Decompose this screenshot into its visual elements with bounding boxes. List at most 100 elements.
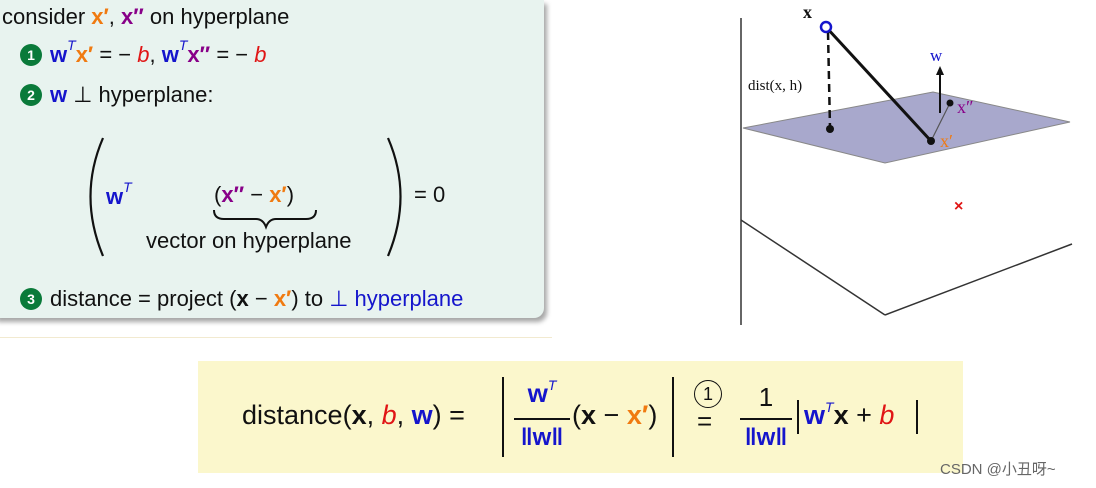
hyperplane-shape — [742, 91, 1071, 164]
distance-func: distance( — [242, 400, 352, 430]
w-arrow-head — [936, 66, 944, 75]
label-x-double-prime: x″ — [957, 97, 974, 117]
abs-bar-left — [502, 377, 504, 457]
x-prime: x′ — [269, 182, 287, 207]
label-x-prime: x′ — [940, 131, 953, 151]
x-double-prime: x″ — [187, 42, 211, 67]
bullet-2: 2 — [20, 84, 42, 106]
perp-hyperplane-text: ⊥ hyperplane — [329, 286, 464, 311]
divider — [0, 337, 552, 338]
perpendicular-text: ⊥ hyperplane: — [67, 82, 214, 107]
paren-open: ( — [214, 182, 222, 207]
matrix-difference: (x″ − x′) — [214, 182, 294, 208]
x-prime: x′ — [273, 286, 292, 311]
fraction-den: ‖w‖ — [512, 424, 572, 452]
projection-point — [826, 125, 834, 133]
minus: − — [596, 400, 627, 430]
abs-small-right — [916, 400, 918, 434]
w-vector: w — [804, 400, 826, 430]
bullet-1: 1 — [20, 44, 42, 66]
w-vector: w — [527, 378, 548, 408]
point-x-double-prime — [946, 99, 954, 107]
formula-box — [198, 361, 963, 473]
transpose: T — [547, 377, 557, 393]
x-double-prime: x″ — [121, 4, 144, 29]
b-term: b — [381, 400, 397, 430]
right-big-paren — [386, 137, 402, 257]
paren-open: ( — [572, 400, 581, 430]
x-vector: x — [351, 400, 367, 430]
point-x — [819, 20, 833, 34]
b-term: b — [254, 42, 267, 67]
transpose: T — [178, 37, 188, 53]
abs-small-left — [797, 400, 799, 434]
vector-on-hyperplane-label: vector on hyperplane — [146, 228, 352, 253]
slide-box — [0, 0, 544, 318]
step-equals: = — [697, 406, 713, 436]
distance-dashed-line — [826, 31, 832, 129]
paren-close: ) — [648, 400, 658, 430]
distance-text: distance = project ( — [50, 286, 237, 311]
w-vector: w — [50, 42, 68, 67]
equals: ) = — [432, 400, 465, 430]
heading: consider x′, x″ on hyperplane — [2, 4, 289, 30]
comma: , — [396, 400, 412, 430]
underbrace — [213, 209, 317, 230]
paren-close: ) — [286, 182, 295, 207]
bottom-edge — [884, 243, 1073, 316]
abs-bar-right — [672, 377, 674, 457]
equals: = − — [210, 42, 255, 67]
w-vector: w — [106, 184, 124, 209]
norm-w: ‖w‖ — [744, 424, 788, 451]
transpose: T — [825, 399, 834, 415]
equals: = − — [93, 42, 138, 67]
w-vector: w — [411, 400, 433, 430]
x-prime: x′ — [626, 400, 649, 430]
heading-text-end: on hyperplane — [143, 4, 290, 29]
w-vector: w — [161, 42, 179, 67]
x-vector: x — [833, 400, 849, 430]
abs-term: wTx + b — [804, 400, 894, 431]
x-vector: x — [581, 400, 597, 430]
label-w: w — [930, 46, 943, 65]
matrix-w: wT — [106, 180, 132, 210]
norm-w: ‖w‖ — [520, 424, 564, 451]
one-numerator: 1 — [758, 382, 774, 412]
b-term: b — [137, 42, 150, 67]
minus: − — [244, 182, 270, 207]
bullet-3: 3 — [20, 288, 42, 310]
transpose: T — [123, 179, 132, 195]
comma: , — [366, 400, 382, 430]
xprime-to-xdoubleprime — [930, 102, 951, 142]
plus: + — [848, 400, 880, 430]
separator: , — [108, 4, 122, 29]
x-prime: x′ — [75, 42, 94, 67]
transpose: T — [67, 37, 76, 53]
equals-zero: = 0 — [414, 182, 446, 207]
left-big-paren — [89, 137, 105, 257]
label-dist: dist(x, h) — [748, 78, 802, 94]
w-vector: w — [50, 82, 68, 107]
b-term: b — [879, 400, 895, 430]
fraction-num: wT — [512, 378, 572, 409]
fraction-den-2: ‖w‖ — [738, 424, 794, 452]
red-x-marker: × — [954, 198, 963, 215]
to-text: ) to — [291, 286, 330, 311]
heading-text: consider — [2, 4, 92, 29]
front-edge — [740, 219, 886, 316]
x-vector: x — [236, 286, 249, 311]
watermark: CSDN @小丑呀~ — [940, 461, 1056, 478]
separator: , — [149, 42, 162, 67]
item-3: 3 distance = project (x − x′) to ⊥ hyperp… — [20, 286, 463, 312]
fraction-bar-2 — [740, 418, 792, 420]
label-x: x — [803, 2, 812, 22]
x-double-prime: x″ — [221, 182, 245, 207]
minus: − — [248, 286, 274, 311]
formula-lhs: distance(x, b, w) = — [242, 400, 465, 431]
step-circle: 1 — [694, 380, 722, 408]
x-to-xprime-segment — [824, 25, 933, 143]
